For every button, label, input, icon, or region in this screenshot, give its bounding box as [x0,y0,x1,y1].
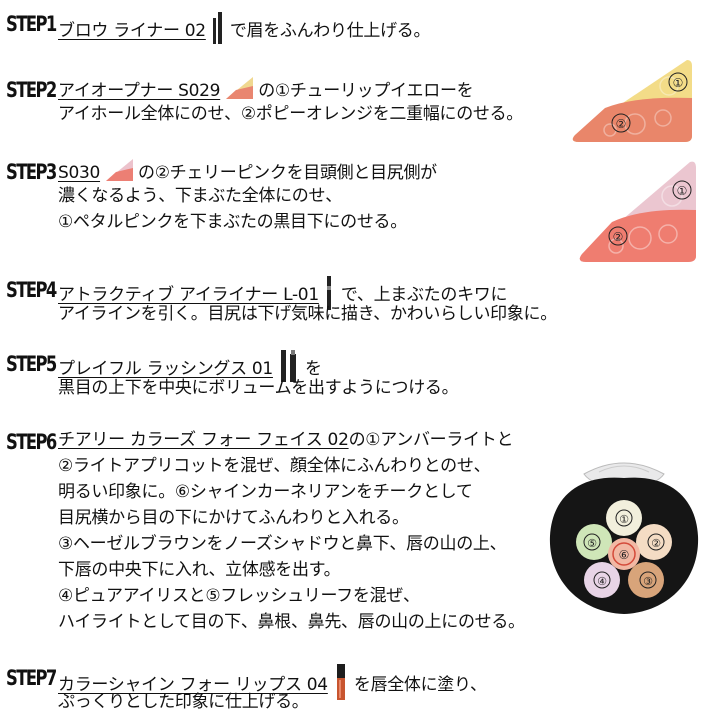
eyeliner-icon [326,276,331,310]
step-2: STEP2 アイオープナー S029 の①チューリップイエローを アイホール全体に… [0,74,708,134]
step-line: アトラクティブ アイライナー L-01 で、上まぶたのキワに [58,276,507,310]
brow-pencil-icon [212,12,222,44]
palette-icon: ① ② ③ ④ ⑤ ⑥ [549,462,699,614]
step-text: を唇全体に塗り、 [353,675,487,695]
step-line: ぷっくりとした印象に仕上げる。 [58,692,309,712]
mascara-icon [280,350,296,382]
product-name: アイオープナー S029 [58,81,221,101]
lip-gloss-icon [336,664,345,700]
step-line: S030 の②チェリーピンクを目頭側と目尻側が [58,158,437,185]
product-name: チアリー カラーズ フォー フェイス 02 [58,430,349,450]
step-label: STEP2 [6,78,57,102]
step-line: カラーシャイン フォー リップス 04 を唇全体に塗り、 [58,664,487,700]
step-line: 下唇の中央下に入れ、立体感を出す。 [58,560,341,580]
swatch-mark: ① [677,184,688,198]
eyeshadow-duo-icon [226,77,254,99]
palette-mark: ③ [643,575,653,588]
step-line: 目尻横から目の下にかけてふんわりと入れる。 [58,508,409,528]
eyeshadow-duo-s030: ① ② [579,161,696,262]
step-4: STEP4 アトラクティブ アイライナー L-01 で、上まぶたのキワに アイライ… [0,274,708,334]
eyeshadow-duo-icon [106,159,134,181]
step-line: プレイフル ラッシングス 01 を [58,350,322,382]
step-text: を [304,359,322,379]
step-line: ハイライトとして目の下、鼻根、鼻先、唇の山の上にのせる。 [58,612,525,632]
step-3: STEP3 S030 の②チェリーピンクを目頭側と目尻側が 濃くなるよう、下まぶた… [0,156,708,242]
step-text: の①アンバーライトと [348,430,514,450]
step-label: STEP4 [6,278,57,302]
step-line: 濃くなるよう、下まぶた全体にのせ、 [58,186,342,206]
product-name: S030 [58,163,101,183]
step-label: STEP6 [6,430,57,454]
swatch-mark: ① [673,76,684,90]
swatch-mark: ② [616,117,627,131]
product-name: カラーシャイン フォー リップス 04 [58,675,328,695]
step-1: STEP1 ブロウ ライナー 02 で眉をふんわり仕上げる。 [0,10,708,44]
product-name: アトラクティブ アイライナー L-01 [58,285,319,305]
product-name: ブロウ ライナー 02 [58,21,206,41]
swatch-mark: ② [613,230,624,244]
step-line: ④ピュアアイリスと⑤フレッシュリーフを混ぜ、 [58,586,420,606]
step-line: アイホール全体にのせ、②ポピーオレンジを二重幅にのせる。 [58,104,523,124]
step-line: ②ライトアプリコットを混ぜ、顔全体にふんわりとのせ、 [58,456,491,476]
step-label: STEP5 [6,352,57,376]
eyeshadow-duo-s029: ① ② [572,60,692,142]
palette-mark: ⑤ [587,537,597,550]
step-label: STEP7 [6,666,57,690]
step-7: STEP7 カラーシャイン フォー リップス 04 を唇全体に塗り、 ぷっくりとし… [0,662,708,716]
step-label: STEP3 [6,160,57,184]
step-6: STEP6 チアリー カラーズ フォー フェイス 02の①アンバーライトと ②ラ… [0,426,708,646]
step-text: で、上まぶたのキワに [340,285,508,305]
product-name: プレイフル ラッシングス 01 [58,359,273,379]
step-line: アイラインを引く。目尻は下げ気味に描き、かわいらしい印象に。 [58,304,557,324]
palette-mark: ④ [597,575,607,588]
step-line: ①ペタルピンクを下まぶたの黒目下にのせる。 [58,212,407,232]
step-text: の②チェリーピンクを目頭側と目尻側が [138,163,437,183]
step-line: アイオープナー S029 の①チューリップイエローを [58,76,474,103]
palette-mark: ② [651,537,661,550]
step-line: 黒目の上下を中央にボリュームを出すようにつける。 [58,378,459,398]
step-line: チアリー カラーズ フォー フェイス 02の①アンバーライトと [58,428,513,452]
step-text: で眉をふんわり仕上げる。 [229,21,431,41]
palette-mark: ⑥ [619,548,630,562]
step-line: ブロウ ライナー 02 で眉をふんわり仕上げる。 [58,12,431,44]
step-5: STEP5 プレイフル ラッシングス 01 を 黒目の上下を中央にボリュームを出す… [0,348,708,408]
step-label: STEP1 [6,12,57,36]
palette-mark: ① [619,513,629,526]
step-line: ③ヘーゼルブラウンをノーズシャドウと鼻下、唇の山の上、 [58,534,507,554]
step-line: 明るい印象に。⑥シャインカーネリアンをチークとして [58,482,473,502]
step-text: の①チューリップイエローを [258,81,474,101]
